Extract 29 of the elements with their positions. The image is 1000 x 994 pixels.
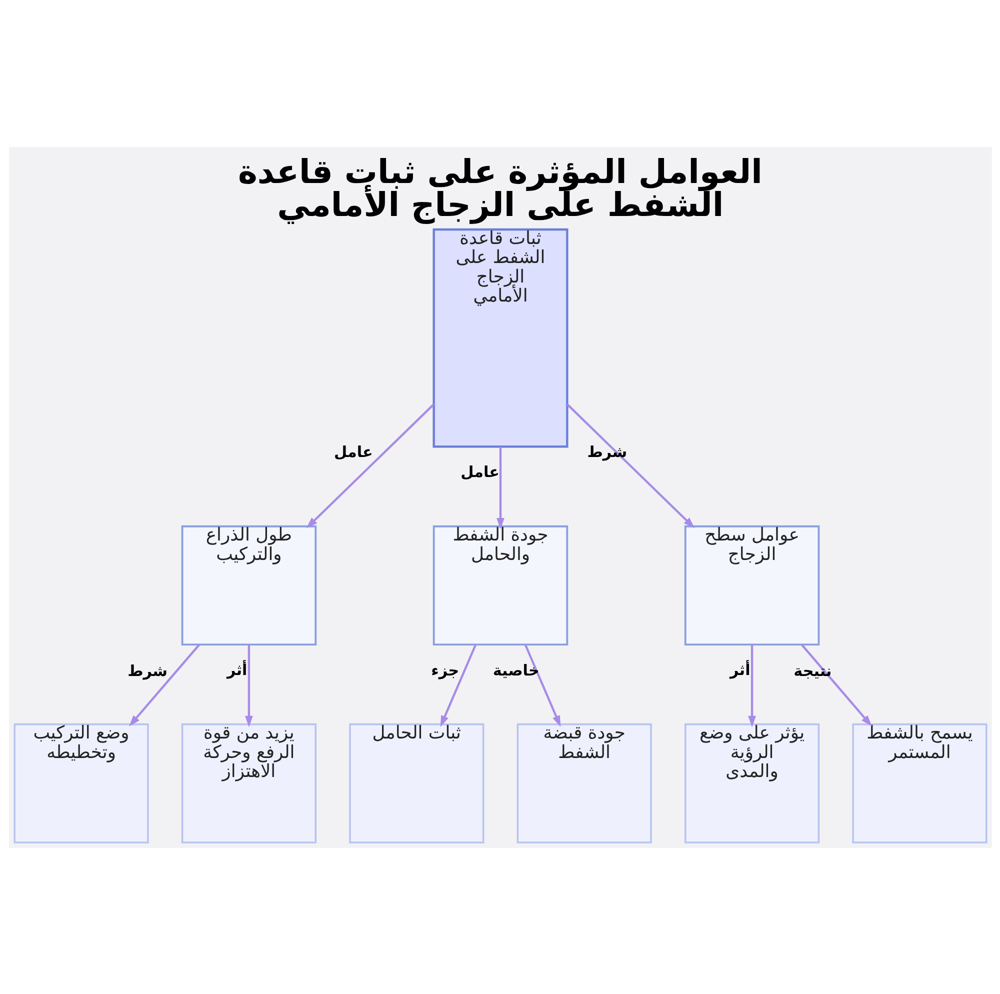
node-box: ثبات الحامل xyxy=(348,722,484,843)
edge-label: عامل xyxy=(334,442,372,460)
node-box: جودة الشفط والحامل xyxy=(432,524,568,646)
node-box: يؤثر على وضع الرؤية والمدى xyxy=(684,722,820,843)
node-box: يسمح بالشفط المستمر xyxy=(852,722,987,843)
node-box: ثبات قاعدة الشفط على الزجاج الأمامي xyxy=(432,228,568,448)
arrow xyxy=(440,644,476,726)
edge-label: شرط xyxy=(586,442,627,460)
edge-label: شرط xyxy=(127,661,168,680)
node-box: عوامل سطح الزجاج xyxy=(684,524,820,646)
node-box: يزيد من قوة الرفع وحركة الاهتزاز xyxy=(180,722,316,843)
edge-label: جزء xyxy=(430,660,459,679)
edge-label: خاصية xyxy=(492,660,539,679)
edge-label: أثر xyxy=(226,660,247,679)
arrow xyxy=(244,644,252,727)
arrow xyxy=(566,403,694,528)
diagram-title: العوامل المؤثرة على ثبات قاعدة الشفط على الزجاج الأمامي xyxy=(237,152,762,224)
arrow xyxy=(524,644,560,726)
arrow xyxy=(748,644,756,727)
arrow xyxy=(496,446,504,529)
arrow xyxy=(128,644,200,726)
arrow xyxy=(306,403,434,528)
node-box: وضع التركيب وتخطيطه xyxy=(13,722,148,843)
arrow xyxy=(800,644,872,726)
edge-label: نتيجة xyxy=(793,661,832,680)
edge-label: عامل xyxy=(460,462,499,480)
node-box: جودة قبضة الشفط xyxy=(516,722,652,843)
node-box: طول الذراع والتركيب xyxy=(180,524,316,646)
edge-label: أثر xyxy=(730,660,750,679)
